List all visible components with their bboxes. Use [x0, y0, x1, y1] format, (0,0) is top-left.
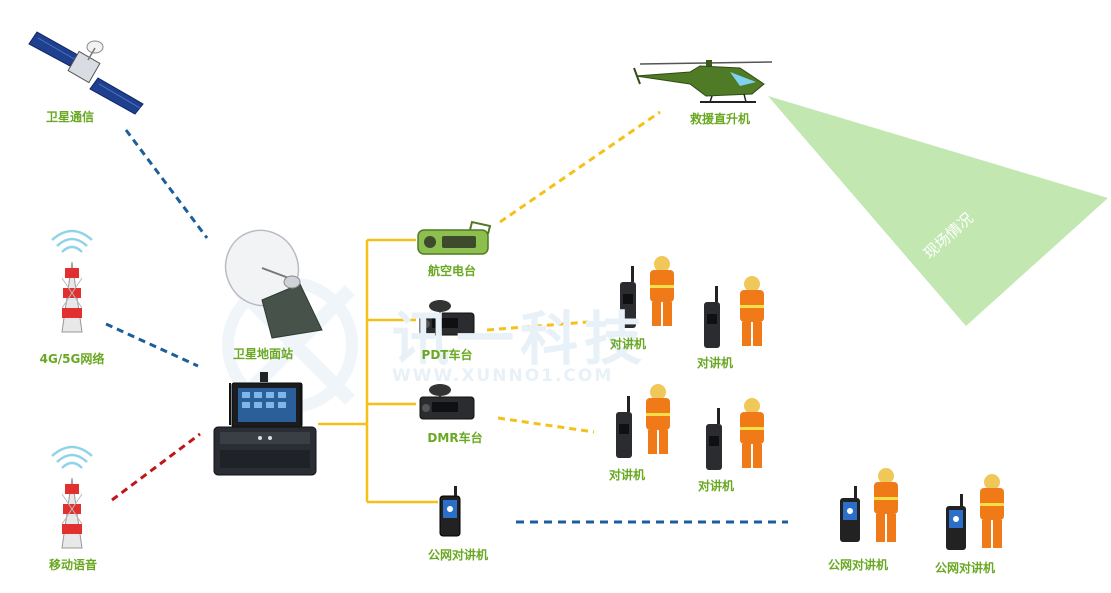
- mobile-tower-icon: [51, 445, 93, 549]
- walkie-group-2: [704, 276, 764, 348]
- label-public-walkie-2: 公网对讲机: [827, 558, 889, 572]
- label-aviation-radio: 航空电台: [427, 264, 477, 278]
- label-dmr-radio: DMR车台: [427, 431, 483, 445]
- label-ground-station: 卫星地面站: [232, 347, 294, 361]
- public-walkie-handset-icon: [439, 486, 461, 537]
- aviation-radio-icon: [417, 220, 492, 255]
- walkie-group-4: [706, 398, 764, 470]
- label-walkie-3: 对讲机: [608, 468, 646, 482]
- label-public-walkie: 公网对讲机: [427, 548, 489, 562]
- link-pdt-walkie: [486, 320, 589, 332]
- watermark-url: WWW.XUNNO1.COM: [392, 366, 614, 386]
- label-pdt-radio: PDT车台: [421, 348, 473, 362]
- walkie-group-1: [620, 256, 674, 328]
- scene-view-beam: [768, 96, 1108, 326]
- label-public-walkie-3: 公网对讲机: [934, 561, 996, 575]
- public-walkie-group-3: [946, 474, 1004, 550]
- watermark-brand: 讯一科技: [392, 305, 649, 373]
- radio-bus: [318, 238, 438, 504]
- label-helicopter: 救援直升机: [689, 112, 751, 126]
- command-terminal-icon: [213, 372, 317, 476]
- satellite-dish-icon: [224, 229, 323, 339]
- link-satellite-ground: [124, 129, 209, 239]
- dmr-car-radio-icon: [419, 384, 475, 420]
- public-walkie-group-2: [840, 468, 898, 542]
- link-aviation-helicopter: [499, 110, 661, 224]
- label-network: 4G/5G网络: [39, 352, 105, 366]
- link-mobile-terminal: [111, 432, 201, 502]
- walkie-group-3: [616, 384, 670, 458]
- label-walkie-1: 对讲机: [609, 337, 647, 351]
- pdt-car-radio-icon: [419, 300, 475, 336]
- link-dmr-walkie: [497, 416, 595, 434]
- satellite-icon: [28, 31, 144, 115]
- label-walkie-4: 对讲机: [697, 479, 735, 493]
- label-mobile-voice: 移动语音: [48, 558, 98, 572]
- label-satellite: 卫星通信: [45, 110, 95, 124]
- link-network-ground: [105, 322, 199, 368]
- label-walkie-2: 对讲机: [696, 356, 734, 370]
- cell-tower-icon: [51, 229, 93, 333]
- helicopter-icon: [633, 60, 773, 103]
